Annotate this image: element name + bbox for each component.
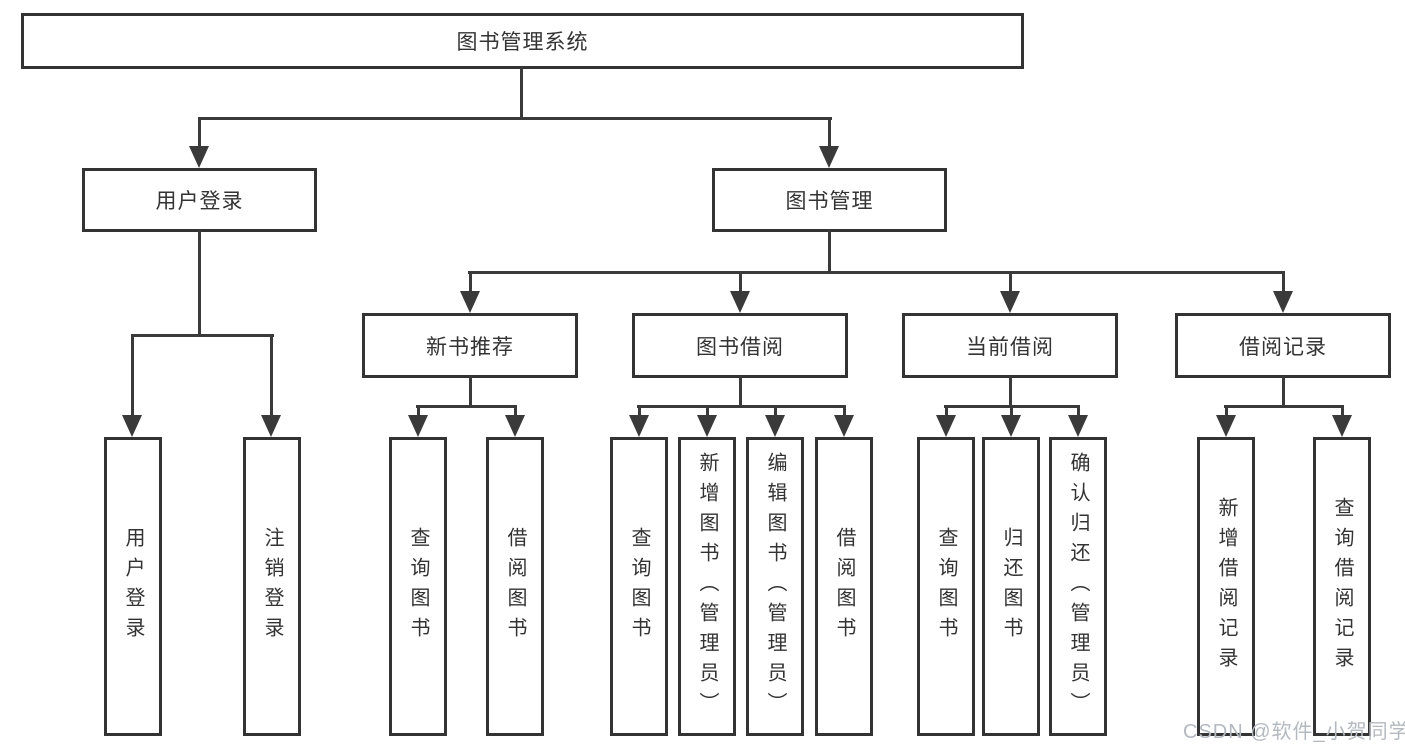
leaf-borrow-query-book-label: 查询图书 — [628, 526, 650, 647]
node-borrow-records-label: 借阅记录 — [1239, 335, 1327, 359]
arrowhead-icon — [261, 415, 281, 437]
connector-records-stem — [1282, 376, 1285, 407]
leaf-current-return-book-label: 归还图书 — [1000, 526, 1022, 647]
connector-root-stem — [520, 67, 523, 119]
node-book-management: 图书管理 — [712, 168, 947, 232]
connector-stem-leaf — [1010, 405, 1013, 418]
arrowhead-icon — [697, 415, 717, 437]
node-book-borrow: 图书借阅 — [632, 313, 848, 378]
leaf-current-return-book: 归还图书 — [982, 437, 1040, 736]
arrowhead-icon — [505, 415, 525, 437]
connector-stem-leaf-user-login — [131, 334, 134, 418]
connector-root-crossbar — [198, 117, 832, 120]
leaf-recommend-query-book-label: 查询图书 — [407, 526, 429, 647]
leaf-logout: 注销登录 — [243, 437, 301, 736]
connector-stem-borrow-records — [1282, 271, 1285, 297]
arrowhead-icon — [730, 291, 750, 313]
arrowhead-icon — [189, 146, 209, 168]
node-book-borrow-label: 图书借阅 — [696, 335, 784, 359]
leaf-current-confirm-return-admin: 确认归还（管理员） — [1049, 437, 1107, 736]
connector-book-management-crossbar — [468, 271, 1285, 274]
connector-stem-leaf — [843, 405, 846, 418]
leaf-borrow-edit-book-admin-label: 编辑图书（管理员） — [764, 451, 786, 722]
node-new-book-recommend: 新书推荐 — [362, 313, 578, 378]
leaf-borrow-query-book: 查询图书 — [610, 437, 668, 736]
arrowhead-icon — [1001, 415, 1021, 437]
arrowhead-icon — [629, 415, 649, 437]
watermark: CSDN @软件_小贺同学 — [1183, 721, 1405, 743]
connector-recommend-stem — [469, 376, 472, 407]
connector-borrow-stem — [739, 376, 742, 407]
node-root-label: 图书管理系统 — [456, 31, 589, 54]
leaf-records-query-record-label: 查询借阅记录 — [1331, 496, 1353, 677]
connector-stem-leaf — [1225, 405, 1228, 418]
arrowhead-icon — [1273, 291, 1293, 313]
connector-records-crossbar — [1224, 405, 1344, 408]
connector-current-stem — [1009, 376, 1012, 407]
node-current-borrow: 当前借阅 — [902, 313, 1118, 378]
arrowhead-icon — [1332, 415, 1352, 437]
connector-book-management-stem — [828, 230, 831, 273]
arrowhead-icon — [122, 415, 142, 437]
connector-stem-book-borrow — [739, 271, 742, 297]
leaf-borrow-add-book-admin: 新增图书（管理员） — [678, 437, 736, 736]
arrowhead-icon — [1000, 291, 1020, 313]
leaf-logout-label: 注销登录 — [261, 526, 283, 647]
arrowhead-icon — [1216, 415, 1236, 437]
node-book-management-label: 图书管理 — [785, 190, 874, 213]
leaf-recommend-query-book: 查询图书 — [389, 437, 447, 736]
leaf-records-query-record: 查询借阅记录 — [1313, 437, 1371, 736]
node-user-login: 用户登录 — [82, 168, 317, 232]
connector-stem-leaf — [514, 405, 517, 418]
arrowhead-icon — [460, 291, 480, 313]
connector-user-login-crossbar — [131, 334, 274, 337]
arrowhead-icon — [1068, 415, 1088, 437]
leaf-records-add-record-label: 新增借阅记录 — [1215, 496, 1237, 677]
connector-stem-leaf — [945, 405, 948, 418]
arrowhead-icon — [936, 415, 956, 437]
node-user-login-label: 用户登录 — [155, 190, 244, 213]
node-new-book-recommend-label: 新书推荐 — [426, 335, 514, 359]
leaf-borrow-edit-book-admin: 编辑图书（管理员） — [746, 437, 804, 736]
connector-stem-user-login — [198, 117, 201, 149]
connector-stem-leaf — [706, 405, 709, 418]
connector-borrow-crossbar — [637, 405, 846, 408]
leaf-current-confirm-return-admin-label: 确认归还（管理员） — [1067, 451, 1089, 722]
leaf-recommend-borrow-book: 借阅图书 — [486, 437, 544, 736]
connector-recommend-crossbar — [416, 405, 517, 408]
leaf-user-login-label: 用户登录 — [122, 526, 144, 647]
leaf-borrow-borrow-book-label: 借阅图书 — [833, 526, 855, 647]
connector-stem-book-management — [828, 117, 831, 149]
connector-stem-leaf — [417, 405, 420, 418]
connector-stem-new-book-recommend — [469, 271, 472, 297]
node-current-borrow-label: 当前借阅 — [966, 335, 1054, 359]
connector-stem-leaf — [1077, 405, 1080, 418]
connector-stem-current-borrow — [1009, 271, 1012, 297]
leaf-user-login: 用户登录 — [104, 437, 162, 736]
arrowhead-icon — [834, 415, 854, 437]
arrowhead-icon — [765, 415, 785, 437]
connector-stem-leaf — [774, 405, 777, 418]
leaf-borrow-borrow-book: 借阅图书 — [815, 437, 873, 736]
leaf-records-add-record: 新增借阅记录 — [1197, 437, 1255, 736]
connector-user-login-stem — [198, 230, 201, 337]
leaf-current-query-book: 查询图书 — [917, 437, 975, 736]
arrowhead-icon — [408, 415, 428, 437]
node-borrow-records: 借阅记录 — [1175, 313, 1391, 378]
leaf-current-query-book-label: 查询图书 — [935, 526, 957, 647]
node-root: 图书管理系统 — [21, 13, 1024, 69]
connector-stem-leaf — [638, 405, 641, 418]
arrowhead-icon — [819, 146, 839, 168]
leaf-borrow-add-book-admin-label: 新增图书（管理员） — [696, 451, 718, 722]
leaf-recommend-borrow-book-label: 借阅图书 — [504, 526, 526, 647]
connector-stem-leaf — [1341, 405, 1344, 418]
connector-stem-leaf-logout — [270, 334, 273, 418]
